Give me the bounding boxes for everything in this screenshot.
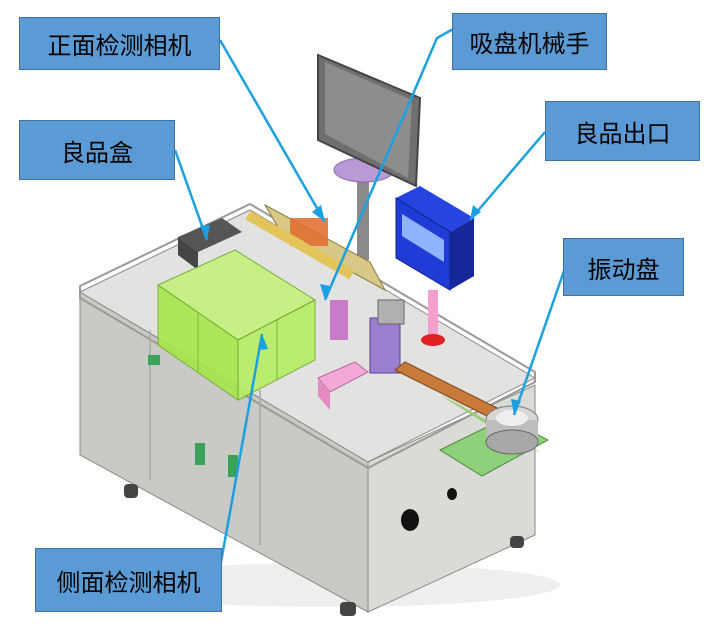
leader-lines xyxy=(173,26,567,591)
cable-hole xyxy=(447,488,457,500)
label-good-product-outlet: 良品出口 xyxy=(545,101,700,161)
caster-wheel xyxy=(340,602,356,616)
leader-good-product-outlet xyxy=(469,131,546,221)
label-side-camera: 侧面检测相机 xyxy=(35,548,222,612)
cable-hole xyxy=(401,509,419,531)
cabinet-latch xyxy=(228,455,238,477)
label-suction-manipulator: 吸盘机械手 xyxy=(452,13,607,70)
leader-side-camera xyxy=(214,333,264,591)
caster-wheel xyxy=(510,536,524,548)
leader-arrowheads xyxy=(200,205,521,415)
label-good-product-box: 良品盒 xyxy=(19,120,175,180)
good-product-bin xyxy=(178,218,242,270)
caster-wheel xyxy=(124,484,138,498)
cabinet-latch xyxy=(195,443,205,465)
front-camera-rail xyxy=(245,203,387,292)
cabinet-latch xyxy=(148,355,160,365)
vibration-plate xyxy=(438,405,550,477)
control-panel xyxy=(395,186,474,346)
suction-manipulator xyxy=(330,299,405,374)
leader-vibration-plate xyxy=(512,267,567,416)
label-front-camera: 正面检测相机 xyxy=(19,17,220,70)
green-safety-cover xyxy=(156,249,317,401)
leader-front-camera xyxy=(218,39,327,223)
leader-good-product-box xyxy=(173,149,209,241)
leader-suction-manipulator xyxy=(323,26,456,301)
label-vibration-plate: 振动盘 xyxy=(563,238,684,296)
pink-conveyor xyxy=(317,361,369,410)
